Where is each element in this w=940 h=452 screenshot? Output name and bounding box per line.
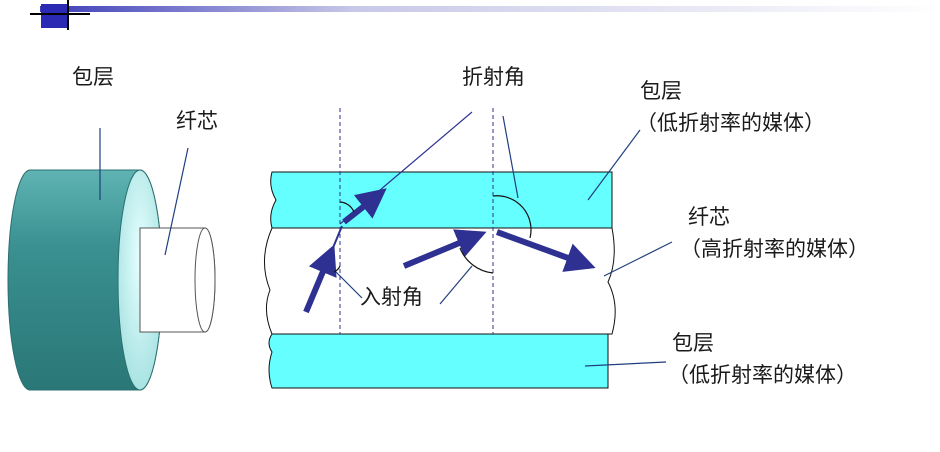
core-left-leader xyxy=(164,147,189,256)
refraction-angle-leader xyxy=(339,111,473,225)
core-right-desc: （高折射率的媒体） xyxy=(680,237,869,261)
incidence-angle-label: 入射角 xyxy=(360,285,423,309)
cladding-top-desc: （低折射率的媒体） xyxy=(636,111,825,135)
incidence-angle-leader-2 xyxy=(439,265,473,305)
cladding-top-title: 包层 xyxy=(640,79,682,103)
core-right-title: 纤芯 xyxy=(688,205,730,229)
cladding-left-label: 包层 xyxy=(72,65,114,89)
incidence-angle-leader-1 xyxy=(335,271,363,299)
fiber-cylinder xyxy=(7,128,216,391)
top-cladding-band xyxy=(270,171,613,229)
incidence-angle-arc-2 xyxy=(459,247,494,274)
ray-connector-1 xyxy=(329,225,343,256)
reflection-incident-arrow xyxy=(402,229,487,269)
incident-ray-arrow xyxy=(303,244,337,314)
core-end-face xyxy=(194,227,216,333)
cladding-top-leader xyxy=(587,129,641,201)
refraction-angle-arc xyxy=(339,201,355,213)
refraction-angle-label: 折射角 xyxy=(462,65,525,89)
cladding-bottom-leader xyxy=(584,361,667,367)
header-square xyxy=(41,4,67,28)
reflection-angle-arc xyxy=(492,195,532,239)
slide-header-decoration xyxy=(30,0,940,30)
cladding-bottom-title: 包层 xyxy=(672,331,714,355)
incidence-angle-arc-1 xyxy=(333,265,341,273)
refraction-angle-leader-2 xyxy=(502,115,519,199)
reflected-ray-arrow xyxy=(495,229,596,272)
core-left-label: 纤芯 xyxy=(176,109,218,133)
refracted-ray-arrow xyxy=(342,188,387,225)
fiber-cross-section xyxy=(263,108,673,389)
header-gradient-bar xyxy=(40,6,940,12)
bottom-cladding-band xyxy=(268,333,609,389)
core-right-leader xyxy=(603,241,673,277)
cladding-bottom-desc: （低折射率的媒体） xyxy=(668,363,857,387)
